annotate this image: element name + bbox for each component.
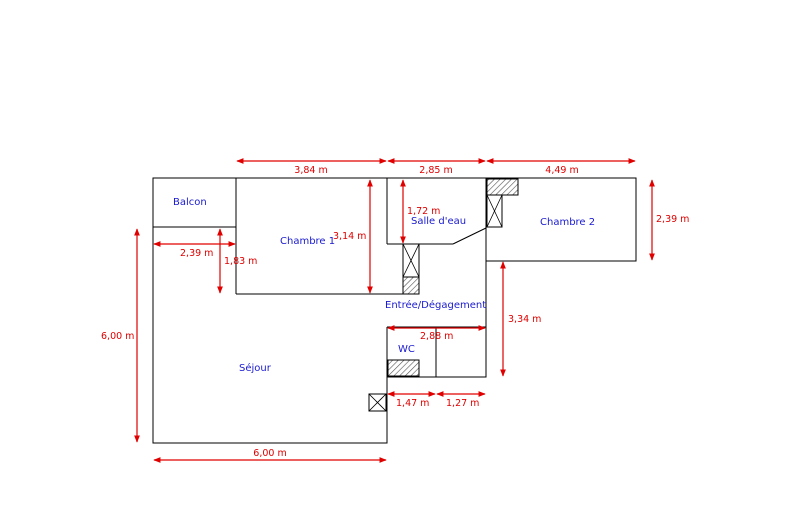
- dim-chambre2-height: 2,39 m: [656, 214, 689, 225]
- fixtures: [368, 178, 519, 412]
- duct-wc: [387, 359, 420, 377]
- dimension-labels: 3,84 m 2,85 m 4,49 m 2,39 m 3,14 m 1,72 …: [101, 165, 689, 459]
- duct-chambre2-top: [486, 178, 519, 196]
- dim-entree-height: 3,34 m: [508, 314, 541, 325]
- room-label-wc: WC: [398, 344, 415, 355]
- dimension-lines: [134, 158, 655, 463]
- dim-wc-width: 1,47 m: [396, 398, 429, 409]
- duct-chambre2-side: [486, 194, 503, 228]
- room-label-sejour: Séjour: [239, 362, 272, 374]
- outer-wall: [152, 177, 637, 444]
- room-label-entree: Entrée/Dégagement: [385, 299, 486, 311]
- room-labels: Balcon Chambre 1 Salle d'eau Chambre 2 E…: [173, 197, 595, 374]
- dim-top-salle: 2,85 m: [419, 165, 452, 176]
- dim-entree-width: 2,88 m: [420, 331, 453, 342]
- dim-balcon-width: 2,39 m: [180, 248, 213, 259]
- room-label-chambre2: Chambre 2: [540, 217, 595, 228]
- dim-closet-width: 1,27 m: [446, 398, 479, 409]
- dim-sejour-height: 6,00 m: [101, 331, 134, 342]
- room-label-balcon: Balcon: [173, 197, 207, 208]
- dim-top-chambre1: 3,84 m: [294, 165, 327, 176]
- dim-top-chambre2: 4,49 m: [545, 165, 578, 176]
- room-label-salle-deau: Salle d'eau: [411, 216, 466, 227]
- room-label-chambre1: Chambre 1: [280, 236, 335, 247]
- duct-sejour: [368, 393, 387, 412]
- salle-diagonal-wall: [452, 227, 487, 245]
- dim-balcon-depth: 1,83 m: [224, 256, 257, 267]
- dim-sejour-width: 6,00 m: [253, 448, 286, 459]
- dim-chambre1-height: 3,14 m: [333, 231, 366, 242]
- duct-salle: [402, 243, 420, 295]
- dim-salle-height: 1,72 m: [407, 206, 440, 217]
